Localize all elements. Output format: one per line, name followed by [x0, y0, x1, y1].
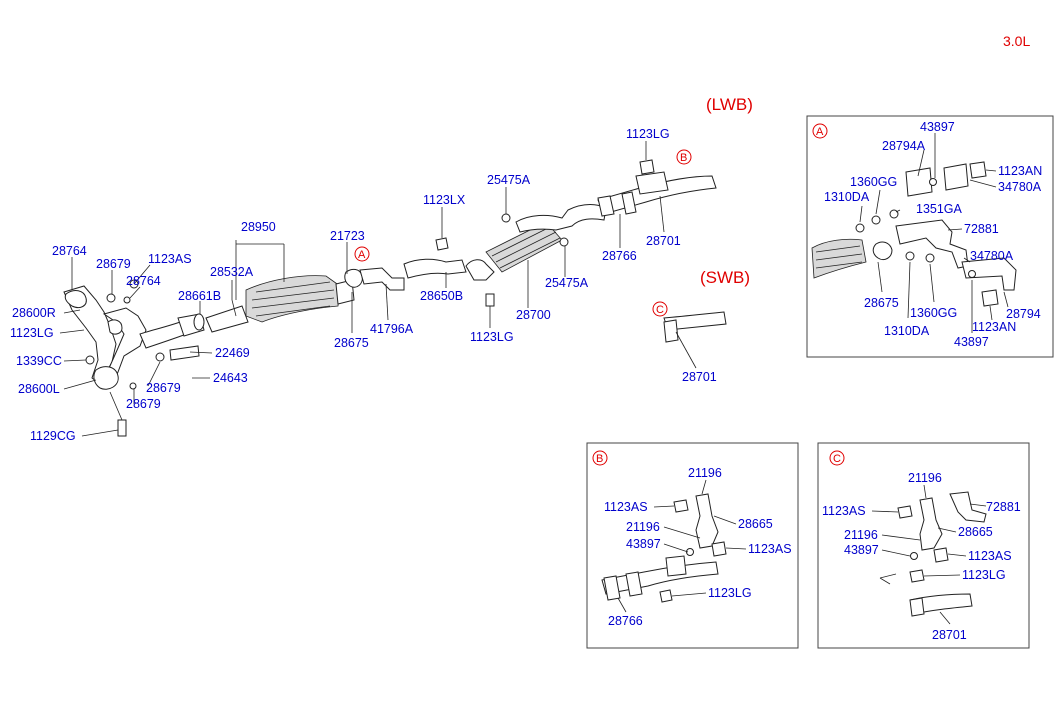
- part-28701-b: 28701: [682, 370, 717, 384]
- part-28701-a: 28701: [646, 234, 681, 248]
- panel-c-part-1123as-a: 1123AS: [822, 504, 866, 518]
- panel-a-part-1351ga: 1351GA: [916, 202, 963, 216]
- detail-panel-a: A 43897 28794A 1123AN 3478: [806, 115, 1054, 358]
- panel-c-circle: [829, 450, 845, 466]
- panel-c-part-72881: 72881: [986, 500, 1021, 514]
- detail-panel-c: C 21196 1123AS 72881 28665 21196 43897 1…: [817, 442, 1030, 649]
- callout-c-circle: [652, 301, 668, 317]
- panel-c-part-21196-a: 21196: [908, 471, 942, 485]
- panel-b-circle: [592, 450, 608, 466]
- part-22469: 22469: [215, 346, 250, 360]
- panel-a-circle: [812, 123, 828, 139]
- variant-lwb-label: (LWB): [706, 95, 753, 114]
- part-28532a: 28532A: [210, 265, 254, 279]
- panel-c-part-21196-b: 21196: [844, 528, 878, 542]
- part-28764-a: 28764: [52, 244, 87, 258]
- panel-a-part-72881: 72881: [964, 222, 999, 236]
- callout-a-circle: [354, 246, 370, 262]
- part-41796a: 41796A: [370, 322, 414, 336]
- part-1123as-a: 1123AS: [148, 252, 192, 266]
- panel-b-part-1123as-b: 1123AS: [748, 542, 792, 556]
- panel-b-part-28766: 28766: [608, 614, 643, 628]
- muffler-drawing: [465, 204, 607, 307]
- part-1339cc: 1339CC: [16, 354, 62, 368]
- panel-b-part-21196-a: 21196: [688, 466, 722, 480]
- part-24643: 24643: [213, 371, 248, 385]
- part-1123lg-a: 1123LG: [10, 326, 54, 340]
- main-leader-lines: [59, 141, 697, 437]
- panel-c-part-1123lg: 1123LG: [962, 568, 1006, 582]
- engine-label: 3.0L: [1003, 33, 1030, 49]
- panel-a-part-34780a-a: 34780A: [998, 180, 1042, 194]
- part-28675-a: 28675: [334, 336, 369, 350]
- part-28679-a: 28679: [96, 257, 131, 271]
- panel-b-part-43897: 43897: [626, 537, 661, 551]
- panel-c-label: C: [833, 453, 841, 465]
- tail-pipe-swb-drawing: [663, 311, 727, 343]
- panel-a-part-28675: 28675: [864, 296, 899, 310]
- panel-a-part-28794a: 28794A: [882, 139, 926, 153]
- panel-a-part-43897-a: 43897: [920, 120, 955, 134]
- manifold-hardware-drawing: [85, 279, 200, 437]
- callout-b-circle: [676, 149, 692, 165]
- panel-a-part-1310da-b: 1310DA: [884, 324, 930, 338]
- part-1123lx: 1123LX: [423, 193, 466, 207]
- panel-c-part-43897: 43897: [844, 543, 879, 557]
- part-1129cg: 1129CG: [30, 429, 76, 443]
- panel-a-part-1123an-b: 1123AN: [972, 320, 1016, 334]
- panel-a-label: A: [816, 126, 824, 138]
- part-28766-a: 28766: [602, 249, 637, 263]
- part-21723: 21723: [330, 229, 365, 243]
- part-28650b: 28650B: [420, 289, 463, 303]
- part-28764-b: 28764: [126, 274, 161, 288]
- part-28600r: 28600R: [12, 306, 56, 320]
- panel-b-part-28665: 28665: [738, 517, 773, 531]
- variant-swb-label: (SWB): [700, 268, 750, 287]
- part-28661b: 28661B: [178, 289, 221, 303]
- panel-a-part-1360gg-a: 1360GG: [850, 175, 897, 189]
- panel-a-part-34780a-b: 34780A: [970, 249, 1014, 263]
- panel-a-part-43897-b: 43897: [954, 335, 989, 349]
- part-1123lg-c: 1123LG: [626, 127, 670, 141]
- panel-a-part-28794: 28794: [1006, 307, 1041, 321]
- part-28700: 28700: [516, 308, 551, 322]
- panel-b-part-1123lg: 1123LG: [708, 586, 752, 600]
- panel-a-part-1123an-a: 1123AN: [998, 164, 1042, 178]
- panel-b-part-1123as-a: 1123AS: [604, 500, 648, 514]
- part-25475a-a: 25475A: [487, 173, 531, 187]
- catalytic-converter-drawing: [193, 275, 355, 333]
- part-28600l: 28600L: [18, 382, 60, 396]
- part-28679-b: 28679: [146, 381, 181, 395]
- part-28950: 28950: [241, 220, 276, 234]
- part-25475a-b: 25475A: [545, 276, 589, 290]
- center-pipe-drawing: [344, 237, 467, 291]
- panel-c-part-28665: 28665: [958, 525, 993, 539]
- panel-b-label: B: [596, 453, 603, 465]
- panel-b-part-21196-b: 21196: [626, 520, 660, 534]
- tail-pipe-lwb-drawing: [597, 159, 717, 217]
- panel-a-part-1360gg-b: 1360GG: [910, 306, 957, 320]
- part-28679-c: 28679: [126, 397, 161, 411]
- exhaust-manifold-drawing: [63, 285, 205, 390]
- callout-b-label: B: [680, 152, 687, 164]
- panel-a-part-1310da-a: 1310DA: [824, 190, 870, 204]
- panel-c-part-28701: 28701: [932, 628, 967, 642]
- callout-c-label: C: [656, 304, 664, 316]
- detail-panel-b: B 21196 1123AS 28665 21196 43897 1123AS …: [586, 442, 799, 649]
- callout-a-label: A: [358, 249, 366, 261]
- part-1123lg-b: 1123LG: [470, 330, 514, 344]
- main-part-labels: 28764 28679 1123AS 28764 28600R 1123LG 1…: [10, 127, 717, 443]
- panel-c-part-1123as-b: 1123AS: [968, 549, 1012, 563]
